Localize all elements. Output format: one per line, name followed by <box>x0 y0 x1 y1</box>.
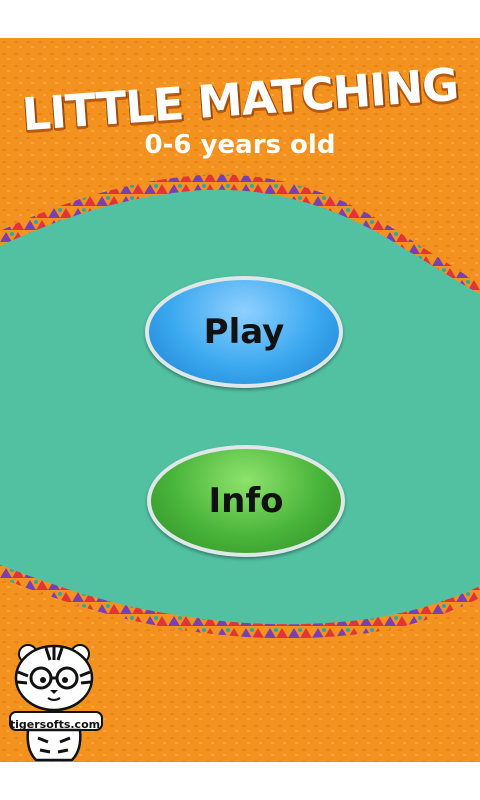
info-button-label: Info <box>208 481 284 521</box>
info-button[interactable]: Info <box>147 445 345 557</box>
age-subtitle: 0-6 years old <box>144 130 336 160</box>
navigation-bar <box>0 762 480 800</box>
website-link[interactable]: tigersofts.com <box>9 718 101 731</box>
play-button-label: Play <box>203 312 285 352</box>
background-pattern <box>0 38 480 762</box>
play-button[interactable]: Play <box>145 276 343 388</box>
status-bar <box>0 0 480 38</box>
tiger-logo-icon[interactable] <box>8 638 104 762</box>
main-menu: LITTLE MATCHING 0-6 years old Play Info <box>0 38 480 762</box>
